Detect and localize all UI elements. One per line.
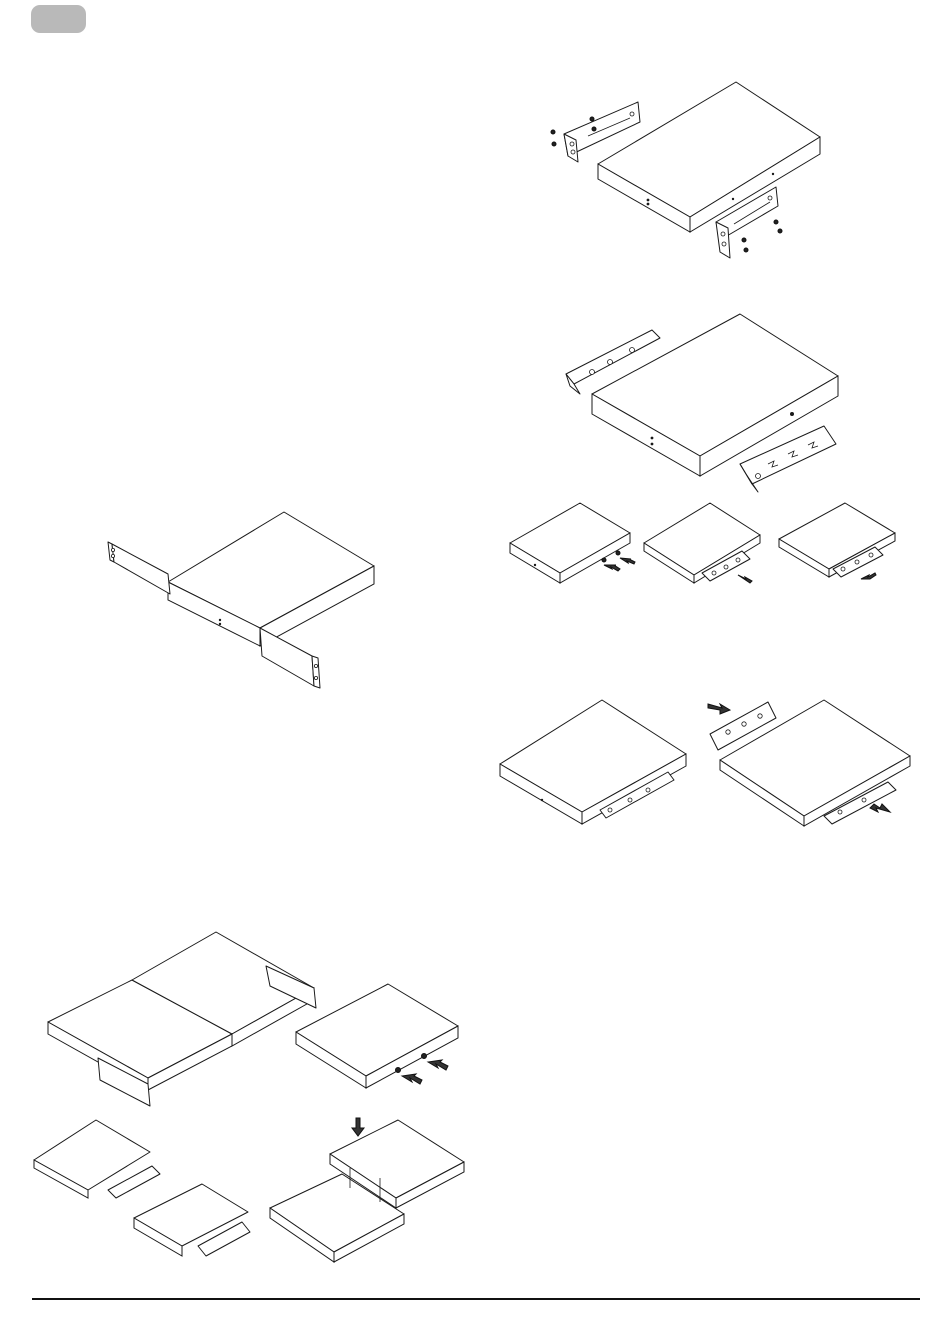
left-rack-bracket-icon	[108, 542, 170, 594]
single-rackmount-figure	[108, 510, 378, 690]
attach-bracket-b-figure	[777, 503, 897, 583]
dual-rackmount-figure	[48, 930, 333, 1110]
device-box-icon	[779, 503, 895, 577]
device-box-icon	[500, 700, 686, 824]
dual-bracket-b-figure	[132, 1184, 252, 1264]
bracket-attached-figure	[498, 700, 688, 830]
device-box-icon	[296, 984, 458, 1088]
remove-screws-figure	[508, 503, 638, 583]
page-tab-marker	[31, 5, 86, 33]
device-box-icon	[134, 1184, 248, 1256]
push-arrow-icon	[738, 575, 752, 583]
stacked-join-figure	[268, 1118, 466, 1268]
rack-ears-screws-figure	[548, 82, 828, 262]
dual-remove-screws-figure	[294, 984, 462, 1094]
device-box-icon	[644, 503, 760, 583]
attach-bracket-a-figure	[642, 503, 762, 585]
angled-brackets-figure	[562, 314, 842, 494]
right-rack-bracket-icon	[260, 628, 320, 688]
push-arrow-icon	[708, 704, 730, 714]
down-arrow-icon	[352, 1118, 364, 1136]
bracket-slide-in-figure	[704, 698, 914, 828]
footer-rule	[32, 1298, 920, 1300]
device-box-icon	[168, 512, 374, 646]
push-arrow-icon	[870, 804, 890, 812]
device-box-icon	[510, 503, 630, 583]
screw-icon-set-right	[742, 220, 782, 252]
push-arrow-icon	[861, 573, 876, 579]
